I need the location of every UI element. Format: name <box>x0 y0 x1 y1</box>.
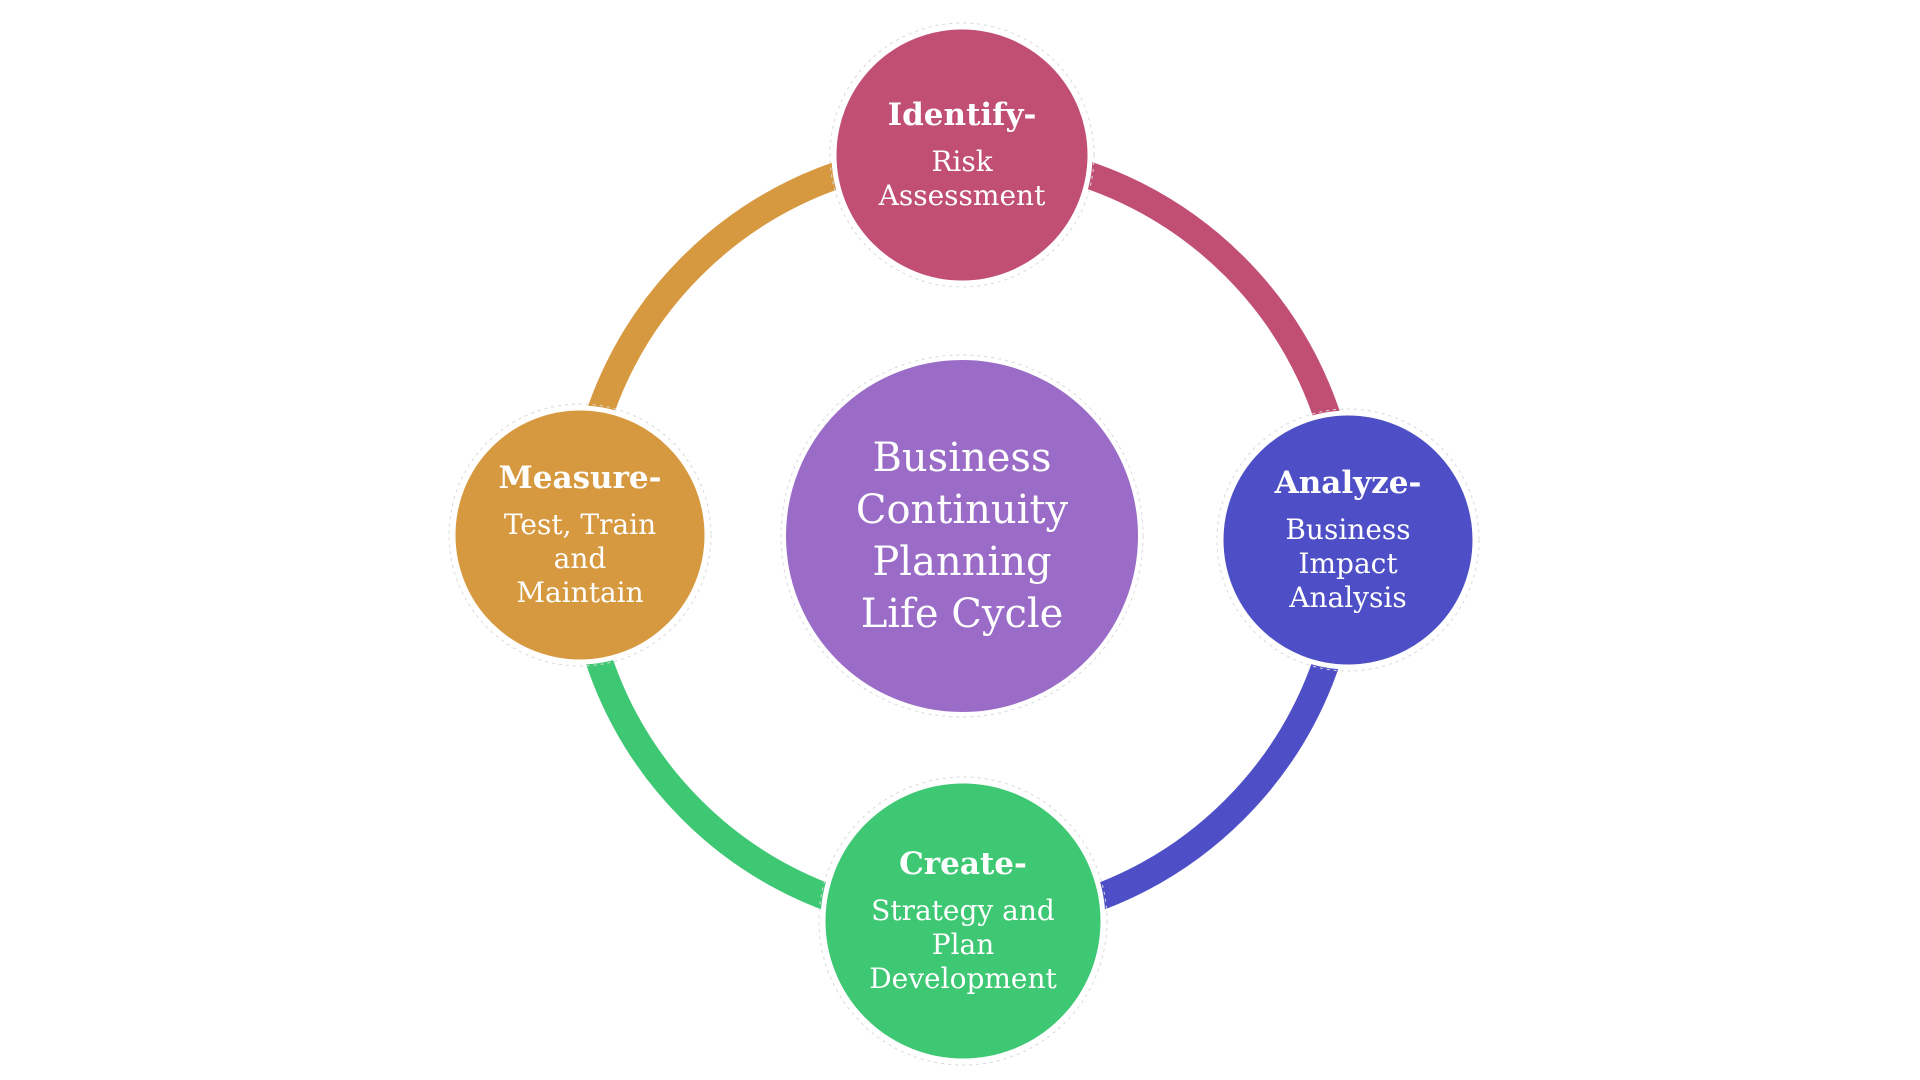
measure-node-outline <box>448 403 712 667</box>
analyze-node-outline <box>1216 408 1480 672</box>
center-hub-outline <box>780 354 1144 718</box>
analyze-node-circle <box>1218 410 1478 670</box>
identify-node-circle <box>831 24 1093 286</box>
measure-node-circle <box>450 405 710 665</box>
create-node-circle <box>820 778 1106 1064</box>
create-node-outline <box>818 776 1108 1066</box>
center-hub-circle <box>782 356 1142 716</box>
identify-node-outline <box>829 22 1095 288</box>
